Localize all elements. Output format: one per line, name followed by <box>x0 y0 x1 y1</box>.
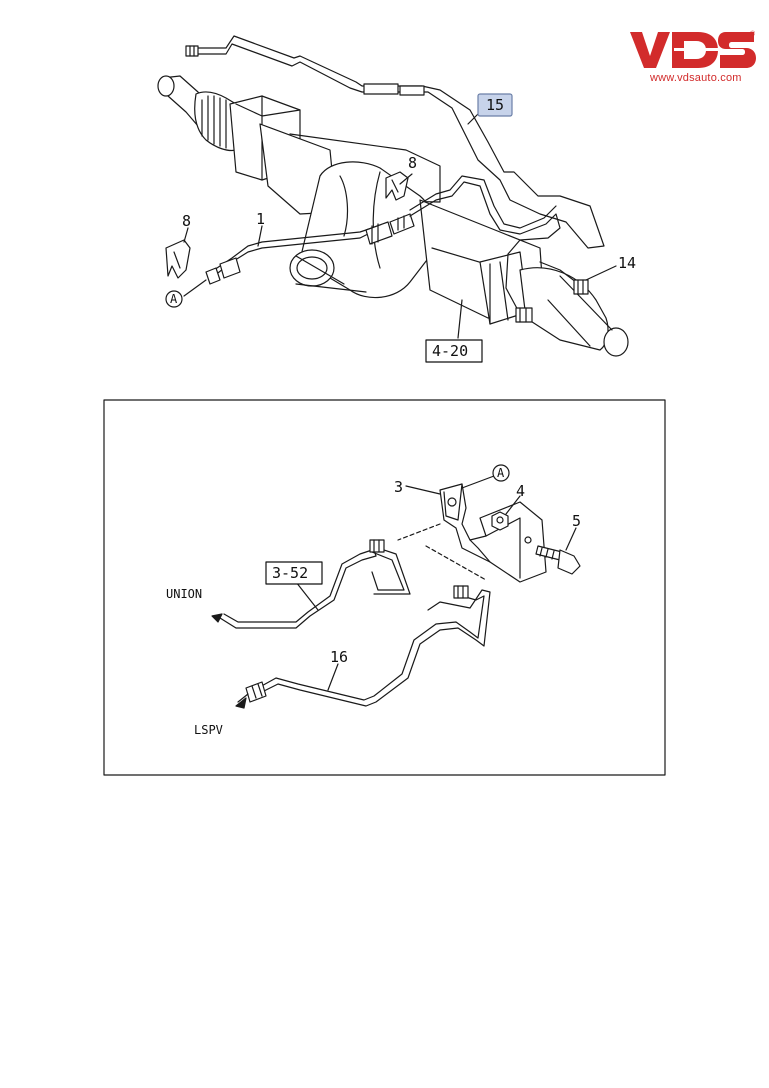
leader-16 <box>327 663 339 691</box>
callout-3-52[interactable]: 3-52 <box>272 564 308 582</box>
callout-4-20[interactable]: 4-20 <box>432 342 468 360</box>
dashed-guide-2 <box>425 545 487 581</box>
callout-8-right[interactable]: 8 <box>408 154 417 172</box>
bolt-5 <box>535 545 581 575</box>
upper-view: 15 8 8 1 14 4-20 A <box>157 35 636 363</box>
clip-8-right <box>385 171 409 201</box>
callout-5[interactable]: 5 <box>572 512 581 530</box>
callout-15-box[interactable] <box>477 93 513 117</box>
nut-4 <box>491 511 509 531</box>
pipe-16 <box>235 585 491 709</box>
callout-3-52-box[interactable] <box>265 561 323 585</box>
marker-a-detail-circle <box>492 464 510 482</box>
marker-a-upper-circle <box>165 290 183 308</box>
callout-4[interactable]: 4 <box>516 482 525 500</box>
callout-8-left[interactable]: 8 <box>182 212 191 230</box>
detail-frame <box>103 399 666 776</box>
callout-4-20-box[interactable] <box>425 339 483 363</box>
marker-a-detail[interactable]: A <box>497 466 505 480</box>
callout-15[interactable]: 15 <box>486 96 504 114</box>
brake-pipe-to-right-wheel <box>409 175 561 323</box>
vds-logo-mark: ® <box>630 30 756 68</box>
vds-logo: ® www.vdsauto.com <box>628 28 758 88</box>
axle-housing <box>157 75 629 357</box>
leader-14 <box>585 265 617 281</box>
leader-a-upper <box>183 279 207 297</box>
leader-3 <box>405 485 441 495</box>
callout-1[interactable]: 1 <box>256 210 265 228</box>
brake-hose-1 <box>205 213 415 285</box>
callout-16[interactable]: 16 <box>330 648 348 666</box>
brake-pipe-15 <box>185 35 605 249</box>
leader-4 <box>505 495 521 515</box>
dashed-guide-1 <box>397 523 441 541</box>
callout-3[interactable]: 3 <box>394 478 403 496</box>
label-union: UNION <box>166 587 202 601</box>
leader-8-right <box>399 173 413 185</box>
pipe-3-52 <box>211 539 411 629</box>
logo-url: www.vdsauto.com <box>650 72 742 84</box>
clip-8-left <box>165 239 191 279</box>
marker-a-upper[interactable]: A <box>170 292 178 306</box>
brake-pipe-14 <box>539 261 589 295</box>
detail-view: 3 4 5 A 3-52 16 UNION LSPV <box>166 464 581 737</box>
callout-14[interactable]: 14 <box>618 254 636 272</box>
leader-a-detail <box>461 475 495 489</box>
leader-8-left <box>183 227 189 243</box>
label-lspv: LSPV <box>194 723 223 737</box>
leader-3-52 <box>295 581 319 611</box>
bracket-3 <box>439 483 547 583</box>
registered-mark: ® <box>750 30 756 38</box>
leader-1 <box>257 225 263 247</box>
leader-5 <box>565 527 577 551</box>
